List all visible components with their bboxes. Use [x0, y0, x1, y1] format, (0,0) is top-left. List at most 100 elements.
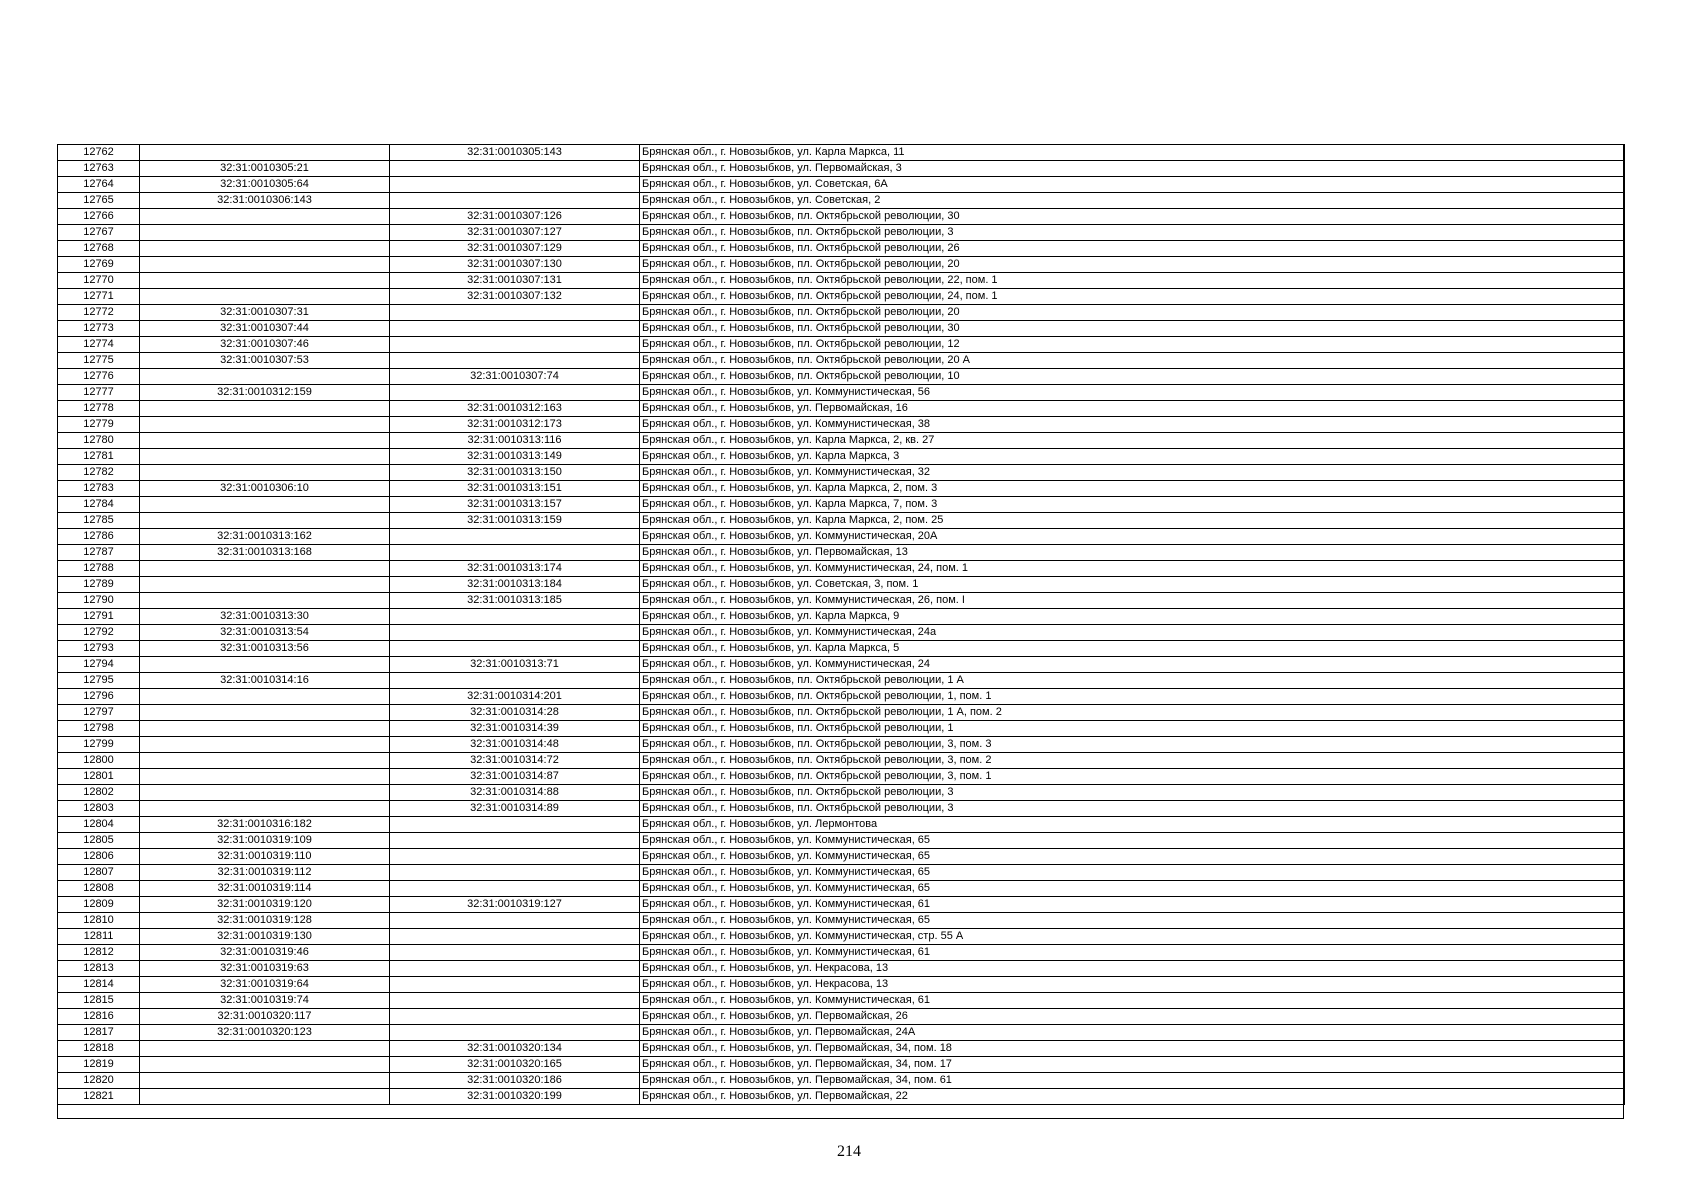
- building-cadastral-number-cell: [389, 944, 640, 961]
- address-cell: Брянская обл., г. Новозыбков, пл. Октябр…: [639, 304, 1625, 321]
- address-cell: Брянская обл., г. Новозыбков, ул. Коммун…: [639, 624, 1625, 641]
- row-number-cell: 12770: [57, 272, 140, 289]
- row-number-cell: 12765: [57, 192, 140, 209]
- address-cell: Брянская обл., г. Новозыбков, ул. Первом…: [639, 1008, 1625, 1025]
- building-cadastral-number-cell: [389, 672, 640, 689]
- land-cadastral-number-cell: [139, 784, 390, 801]
- land-cadastral-number-cell: [139, 368, 390, 385]
- address-cell: Брянская обл., г. Новозыбков, ул. Коммун…: [639, 992, 1625, 1009]
- address-cell: Брянская обл., г. Новозыбков, пл. Октябр…: [639, 240, 1625, 257]
- land-cadastral-number-cell: 32:31:0010314:16: [139, 672, 390, 689]
- row-number-cell: 12803: [57, 800, 140, 817]
- row-number-cell: 12802: [57, 784, 140, 801]
- row-number-cell: 12795: [57, 672, 140, 689]
- row-number-cell: 12818: [57, 1040, 140, 1057]
- land-cadastral-number-cell: 32:31:0010313:56: [139, 640, 390, 657]
- building-cadastral-number-cell: 32:31:0010305:143: [389, 144, 640, 161]
- building-cadastral-number-cell: [389, 912, 640, 929]
- row-number-cell: 12807: [57, 864, 140, 881]
- row-number-cell: 12791: [57, 608, 140, 625]
- address-cell: Брянская обл., г. Новозыбков, ул. Коммун…: [639, 560, 1625, 577]
- row-number-cell: 12800: [57, 752, 140, 769]
- row-number-cell: 12772: [57, 304, 140, 321]
- building-cadastral-number-cell: 32:31:0010313:149: [389, 448, 640, 465]
- address-cell: Брянская обл., г. Новозыбков, пл. Октябр…: [639, 336, 1625, 353]
- land-cadastral-number-cell: [139, 240, 390, 257]
- address-cell: Брянская обл., г. Новозыбков, ул. Карла …: [639, 496, 1625, 513]
- building-cadastral-number-cell: [389, 320, 640, 337]
- row-number-cell: 12814: [57, 976, 140, 993]
- building-cadastral-number-cell: 32:31:0010307:127: [389, 224, 640, 241]
- address-cell: Брянская обл., г. Новозыбков, ул. Карла …: [639, 448, 1625, 465]
- building-cadastral-number-cell: [389, 304, 640, 321]
- address-cell: Брянская обл., г. Новозыбков, ул. Коммун…: [639, 592, 1625, 609]
- land-cadastral-number-cell: 32:31:0010320:123: [139, 1024, 390, 1041]
- building-cadastral-number-cell: 32:31:0010312:163: [389, 400, 640, 417]
- address-cell: Брянская обл., г. Новозыбков, ул. Карла …: [639, 640, 1625, 657]
- land-cadastral-number-cell: 32:31:0010313:54: [139, 624, 390, 641]
- land-cadastral-number-cell: 32:31:0010307:46: [139, 336, 390, 353]
- row-number-cell: 12776: [57, 368, 140, 385]
- row-number-cell: 12766: [57, 208, 140, 225]
- row-number-cell: 12790: [57, 592, 140, 609]
- land-cadastral-number-cell: 32:31:0010306:10: [139, 480, 390, 497]
- building-cadastral-number-cell: [389, 816, 640, 833]
- row-number-cell: 12782: [57, 464, 140, 481]
- address-cell: Брянская обл., г. Новозыбков, пл. Октябр…: [639, 272, 1625, 289]
- address-cell: Брянская обл., г. Новозыбков, ул. Советс…: [639, 176, 1625, 193]
- building-cadastral-number-cell: [389, 1024, 640, 1041]
- row-number-cell: 12789: [57, 576, 140, 593]
- land-cadastral-number-cell: 32:31:0010319:120: [139, 896, 390, 913]
- building-cadastral-number-cell: 32:31:0010307:131: [389, 272, 640, 289]
- building-cadastral-number-cell: 32:31:0010320:186: [389, 1072, 640, 1089]
- address-cell: Брянская обл., г. Новозыбков, пл. Октябр…: [639, 800, 1625, 817]
- address-cell: Брянская обл., г. Новозыбков, пл. Октябр…: [639, 672, 1625, 689]
- land-cadastral-number-cell: 32:31:0010319:128: [139, 912, 390, 929]
- address-cell: Брянская обл., г. Новозыбков, ул. Первом…: [639, 1024, 1625, 1041]
- building-cadastral-number-cell: [389, 624, 640, 641]
- row-number-cell: 12777: [57, 384, 140, 401]
- building-cadastral-number-cell: 32:31:0010307:132: [389, 288, 640, 305]
- address-cell: Брянская обл., г. Новозыбков, ул. Советс…: [639, 192, 1625, 209]
- row-number-cell: 12784: [57, 496, 140, 513]
- row-number-cell: 12786: [57, 528, 140, 545]
- building-cadastral-number-cell: [389, 192, 640, 209]
- address-cell: Брянская обл., г. Новозыбков, пл. Октябр…: [639, 208, 1625, 225]
- land-cadastral-number-cell: [139, 144, 390, 161]
- address-cell: Брянская обл., г. Новозыбков, ул. Коммун…: [639, 848, 1625, 865]
- row-number-cell: 12793: [57, 640, 140, 657]
- building-cadastral-number-cell: [389, 608, 640, 625]
- row-number-cell: 12815: [57, 992, 140, 1009]
- building-cadastral-number-cell: [389, 352, 640, 369]
- row-number-cell: 12788: [57, 560, 140, 577]
- address-cell: Брянская обл., г. Новозыбков, ул. Первом…: [639, 1088, 1625, 1105]
- row-number-cell: 12769: [57, 256, 140, 273]
- row-number-cell: 12798: [57, 720, 140, 737]
- row-number-cell: 12801: [57, 768, 140, 785]
- address-cell: Брянская обл., г. Новозыбков, ул. Некрас…: [639, 960, 1625, 977]
- address-cell: Брянская обл., г. Новозыбков, ул. Карла …: [639, 480, 1625, 497]
- land-cadastral-number-cell: 32:31:0010319:46: [139, 944, 390, 961]
- land-cadastral-number-cell: [139, 272, 390, 289]
- row-number-cell: 12792: [57, 624, 140, 641]
- building-cadastral-number-cell: [389, 832, 640, 849]
- building-cadastral-number-cell: [389, 160, 640, 177]
